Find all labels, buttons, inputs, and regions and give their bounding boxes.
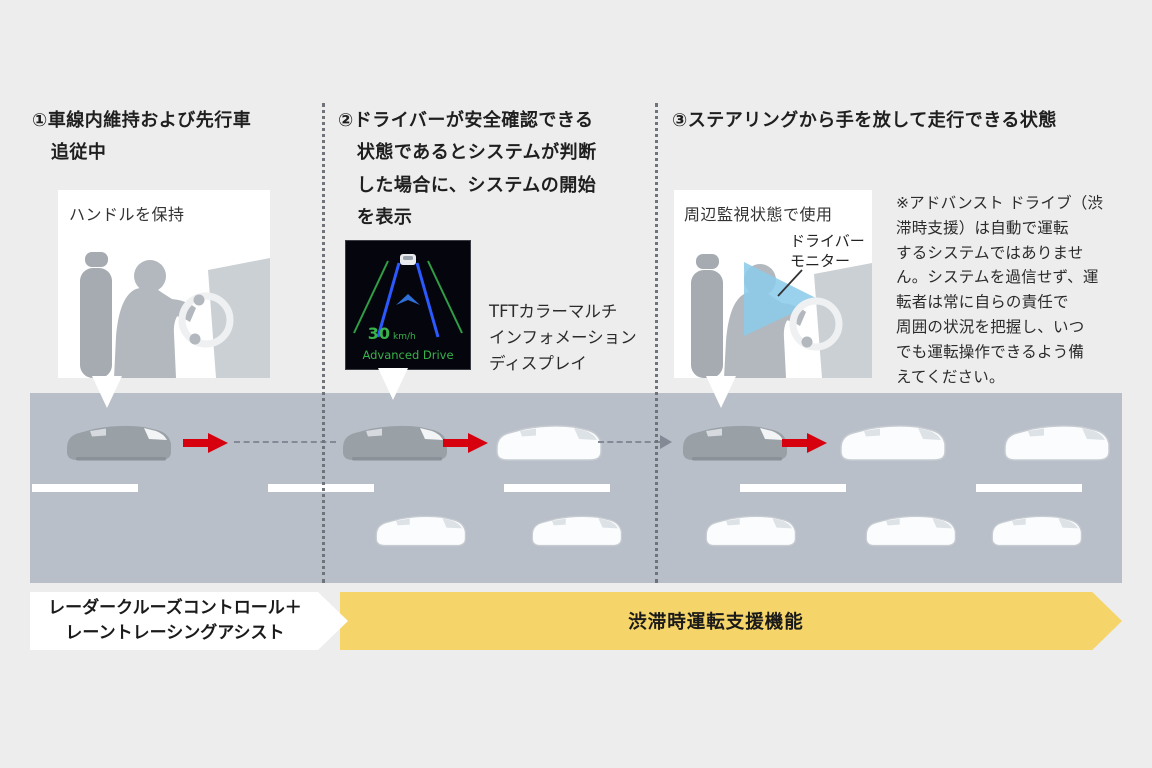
disclaimer-note: ※アドバンスト ドライブ（渋 滞時支援）は自動で運転 するシステムではありませ …	[896, 194, 1104, 386]
display-speed-unit: km/h	[393, 332, 416, 342]
hold-wheel-label: ハンドルを保持	[69, 205, 185, 224]
forward-arrow-icon	[782, 432, 828, 454]
driver-holding-wheel-illustration	[80, 252, 270, 378]
tft-display: 30 km/h Advanced Drive	[345, 240, 471, 370]
traffic-car-icon	[988, 512, 1084, 554]
section-divider	[322, 103, 325, 583]
display-mode-label: Advanced Drive	[362, 348, 453, 362]
driver-monitor-pointer-line	[777, 269, 803, 297]
section-3-title: ③ステアリングから手を放して走行できる状態	[672, 110, 1057, 131]
ego-car-dark-icon	[338, 421, 450, 469]
traffic-car-icon	[528, 512, 624, 554]
traffic-car-icon	[862, 512, 958, 554]
traffic-car-icon	[372, 512, 468, 554]
callout-tail	[92, 376, 122, 408]
dashed-arrowhead-icon	[660, 435, 672, 449]
callout-tail	[378, 368, 408, 400]
section-divider	[655, 103, 658, 583]
lead-car-light-icon	[1000, 421, 1112, 469]
tft-display-caption: TFTカラーマルチ インフォメーション ディスプレイ	[489, 302, 637, 374]
traffic-car-icon	[702, 512, 798, 554]
forward-arrow-icon	[443, 432, 489, 454]
lane-marking	[976, 484, 1082, 492]
lane-marking	[504, 484, 610, 492]
banner-right-label: 渋滞時運転支援機能	[628, 612, 804, 633]
driver-monitor-illustration	[691, 254, 872, 378]
callout-driver-monitor: 周辺監視状態で使用	[674, 190, 872, 378]
lead-car-light-icon	[836, 421, 948, 469]
callout-hold-wheel: ハンドルを保持	[58, 190, 270, 378]
driver-monitor-label: ドライバー モニター	[790, 232, 865, 271]
lane-marking	[268, 484, 374, 492]
banner-left-label: レーダークルーズコントロール＋ レーントレーシングアシスト	[48, 598, 302, 643]
forward-arrow-icon	[183, 432, 229, 454]
display-speed-value: 30	[368, 324, 390, 343]
monitor-state-label: 周辺監視状態で使用	[684, 205, 833, 224]
section-1-title: ①車線内維持および先行車 追従中	[32, 110, 252, 164]
banner-radar-cruise: レーダークルーズコントロール＋ レーントレーシングアシスト	[30, 592, 348, 650]
tft-road-graphic: 30 km/h Advanced Drive	[346, 241, 470, 369]
section-2-title: ②ドライバーが安全確認できる 状態であるとシステムが判断 した場合に、システムの…	[338, 110, 597, 229]
ego-car-dark-icon	[678, 421, 790, 469]
road	[30, 393, 1122, 583]
lead-car-light-icon	[492, 421, 604, 469]
ego-car-dark-icon	[62, 421, 174, 469]
lane-marking	[32, 484, 138, 492]
dashed-connector	[598, 441, 660, 443]
banner-traffic-jam-assist: 渋滞時運転支援機能	[340, 592, 1122, 650]
callout-tail	[706, 376, 736, 408]
lane-marking	[740, 484, 846, 492]
dashed-connector	[234, 441, 336, 443]
